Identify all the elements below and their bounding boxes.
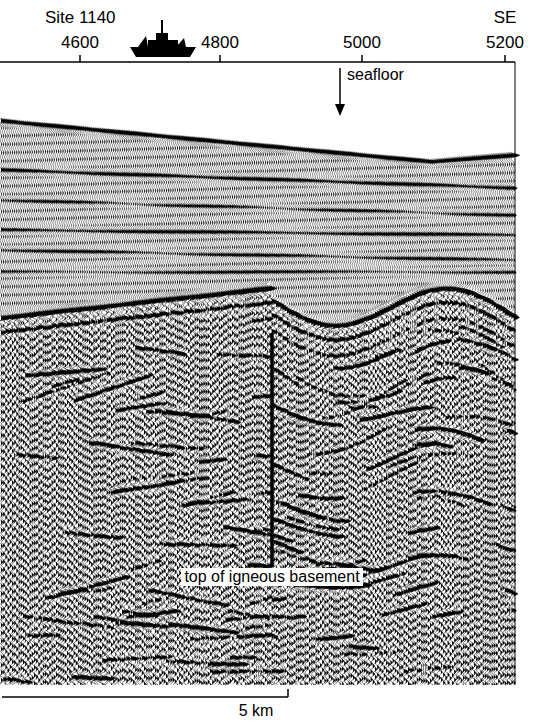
scale-label: 5 km [239, 702, 274, 720]
site-label: Site 1140 [45, 8, 116, 28]
axis-number: 4800 [201, 33, 239, 53]
axis-tick [361, 55, 363, 62]
trace-wiggle [28, 121, 38, 684]
trace-wiggle [434, 158, 443, 684]
trace-wiggle [312, 148, 323, 685]
trace-wiggle [59, 124, 70, 685]
direction-label: SE [494, 8, 517, 28]
scale-bar [2, 689, 288, 697]
trace-fill [56, 123, 63, 685]
panel-edge [515, 62, 516, 685]
trace-wiggle [453, 157, 462, 685]
axis-line [0, 61, 515, 63]
trace-wiggle [144, 132, 155, 684]
trace-fill [54, 123, 60, 685]
axis-tick [79, 55, 81, 62]
axis-tick [504, 55, 506, 62]
trace-wiggle [296, 147, 307, 685]
basement-pointer [270, 333, 274, 566]
basement-label: top of igneous basement [181, 568, 362, 586]
seafloor-label: seafloor [344, 66, 407, 84]
axis-number: 5200 [486, 33, 524, 53]
trace-wiggle [303, 147, 314, 684]
trace-wiggle [252, 142, 263, 684]
trace-wiggle [103, 128, 113, 684]
trace-wiggle [15, 120, 24, 685]
trace-wiggle [19, 120, 30, 684]
seismic-traces [0, 118, 520, 685]
trace-wiggle [268, 144, 278, 685]
trace-fill [195, 137, 201, 686]
trace-wiggle [448, 157, 459, 684]
trace-wiggle [224, 140, 234, 685]
axis-number: 5000 [343, 33, 381, 53]
ship-symbol [130, 20, 196, 57]
axis-number: 4600 [61, 33, 99, 53]
trace-wiggle [204, 138, 213, 685]
trace-wiggle [338, 151, 349, 685]
trace-fill [507, 153, 514, 685]
axis-tick [219, 55, 221, 62]
trace-wiggle [9, 119, 18, 684]
trace-wiggle [305, 147, 316, 684]
trace-wiggle [22, 120, 31, 684]
trace-fill [340, 150, 347, 685]
trace-fill [505, 153, 511, 685]
trace-wiggle [65, 125, 76, 685]
trace-wiggle [63, 124, 74, 684]
